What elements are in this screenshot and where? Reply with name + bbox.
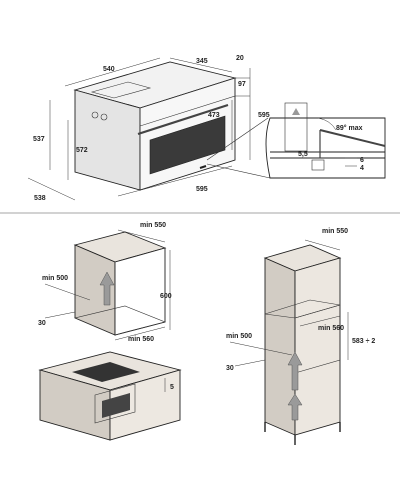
- detail-5-5: 5,5: [298, 151, 308, 158]
- column-airflow-arrow-lower-icon: [287, 393, 303, 421]
- column-airflow-arrow-icon: [287, 351, 303, 391]
- oven-door-handle: [137, 103, 229, 136]
- detail-4: 4: [360, 165, 364, 172]
- dim-540: 540: [103, 66, 115, 73]
- dim-595-height: 595: [258, 112, 270, 119]
- oven-knob-left: [91, 111, 99, 119]
- hob-oven-window: [102, 393, 130, 418]
- oven-foot: [199, 165, 207, 169]
- column-front: [294, 257, 341, 436]
- column-side: [264, 257, 296, 436]
- column-shelf: [264, 299, 341, 319]
- dim-97: 97: [238, 81, 246, 88]
- oven-door-window: [149, 115, 226, 175]
- detail-panel: [284, 102, 308, 152]
- detail-arrow-icon: [292, 108, 300, 115]
- cabinet-floor: [74, 305, 166, 336]
- dim-537: 537: [33, 136, 45, 143]
- col-583: 583 ÷ 2: [352, 338, 375, 345]
- col-30: 30: [226, 365, 234, 372]
- dim-345: 345: [196, 58, 208, 65]
- hob-dim-5: 5: [170, 384, 174, 391]
- dim-572: 572: [76, 147, 88, 154]
- column-install-view: min 550 min 560 min 500 583 ÷ 2 30: [226, 228, 375, 445]
- uc-min-550: min 550: [140, 222, 166, 229]
- uc-600: 600: [160, 293, 172, 300]
- col-min-560: min 560: [318, 325, 344, 332]
- dim-473: 473: [208, 112, 220, 119]
- uc-min-560: min 560: [128, 336, 154, 343]
- detail-angle: 89° max: [336, 124, 363, 132]
- hinge-detail-inset: 89° max 5,5 6 4: [265, 102, 386, 179]
- dim-595-width: 595: [196, 186, 208, 193]
- hob-cooktop: [72, 362, 140, 382]
- hob-oven-install-view: 5: [38, 351, 182, 441]
- cabinet-opening: [114, 247, 166, 336]
- detail-6: 6: [360, 157, 364, 164]
- hob-oven-front: [94, 383, 136, 424]
- oven-knob-right: [100, 113, 108, 121]
- oven-top-vent: [90, 81, 152, 99]
- uc-30: 30: [38, 320, 46, 327]
- detail-hinge-block: [311, 159, 325, 171]
- dim-538: 538: [34, 195, 46, 202]
- dim-20: 20: [236, 55, 244, 62]
- airflow-arrow-icon: [99, 271, 115, 306]
- col-min-500: min 500: [226, 333, 252, 340]
- oven-side-face: [74, 89, 141, 191]
- uc-min-500: min 500: [42, 275, 68, 282]
- col-min-550: min 550: [322, 228, 348, 235]
- hob-cabinet-front: [109, 369, 181, 441]
- under-counter-install-view: min 550 min 500 600 30 min 560: [38, 222, 172, 343]
- oven-dimension-view: 540 345 20 97 473 595 537 572 538 595: [27, 55, 386, 202]
